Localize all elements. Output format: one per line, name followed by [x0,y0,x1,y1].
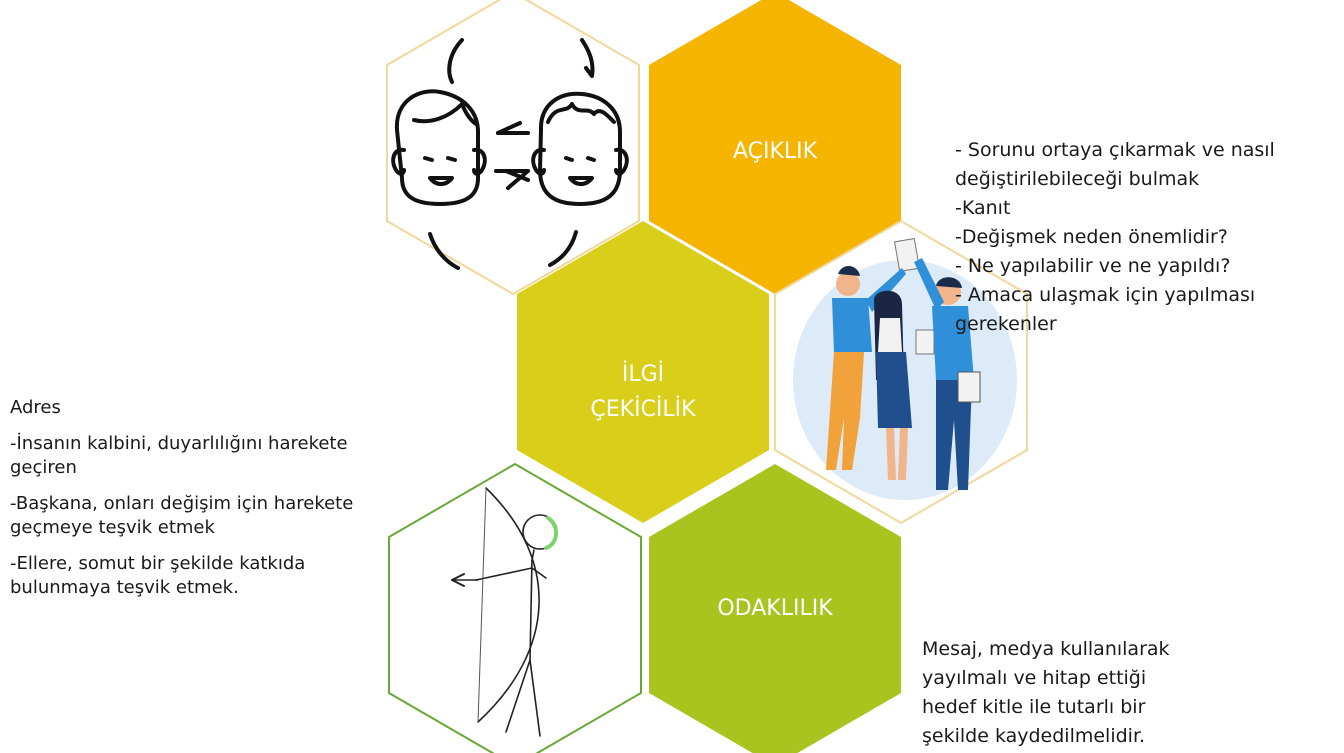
odaklilik-description: Mesaj, medya kullanılarak yayılmalı ve h… [922,635,1170,751]
hex-ilgi-label-line-1: İLGİ [622,361,664,387]
ilgi-title: Adres [10,397,61,418]
ilgi-item-2-line-1: -Başkana, onları değişim için harekete [10,493,354,514]
hex-odaklilik: ODAKLILIK [649,464,901,753]
hex-ilgi-label-line-2: ÇEKİCİLİK [590,396,696,422]
hex-odaklilik-label: ODAKLILIK [717,596,833,621]
hex-face-exchange-image [386,0,640,296]
face-exchange-icon [391,38,629,270]
aciklik-line-5: - Ne yapılabilir ve ne yapıldı? [955,255,1231,277]
hex-aciklik: AÇIKLIK [649,0,901,294]
hex-archer-image [388,462,642,753]
aciklik-line-2: değiştirilebileceği bulmak [955,168,1200,190]
aciklik-line-3: -Kanıt [955,197,1011,219]
ilgi-item-3-line-2: bulunmaya teşvik etmek. [10,577,239,598]
odaklilik-line-2: yayılmalı ve hitap ettiği [922,667,1147,689]
ilgi-description: Adres -İnsanın kalbini, duyarlılığını ha… [10,396,353,600]
archer-illustration [451,487,558,737]
ilgi-item-1-line-2: geçiren [10,457,77,478]
aciklik-line-1: - Sorunu ortaya çıkarmak ve nasıl [955,139,1275,161]
team-illustration [793,237,1017,500]
ilgi-item-1-line-1: -İnsanın kalbini, duyarlılığını harekete [10,433,348,454]
aciklik-line-7: gerekenler [955,313,1057,335]
hex-team-image [774,219,1028,525]
aciklik-description: - Sorunu ortaya çıkarmak ve nasıl değişt… [955,136,1275,339]
ilgi-item-2-line-2: geçmeye teşvik etmek [10,517,215,538]
ilgi-item-3-line-1: -Ellere, somut bir şekilde katkıda [10,553,306,574]
odaklilik-line-4: şekilde kaydedilmelidir. [922,725,1146,747]
odaklilik-line-3: hedef kitle ile tutarlı bir [922,696,1146,718]
aciklik-line-4: -Değişmek neden önemlidir? [955,226,1228,248]
hex-aciklik-label: AÇIKLIK [733,139,818,164]
hex-ilgi-cekicilik: İLGİ ÇEKİCİLİK [517,221,769,523]
aciklik-line-6: - Amaca ulaşmak için yapılması [955,284,1256,306]
odaklilik-line-1: Mesaj, medya kullanılarak [922,638,1170,660]
